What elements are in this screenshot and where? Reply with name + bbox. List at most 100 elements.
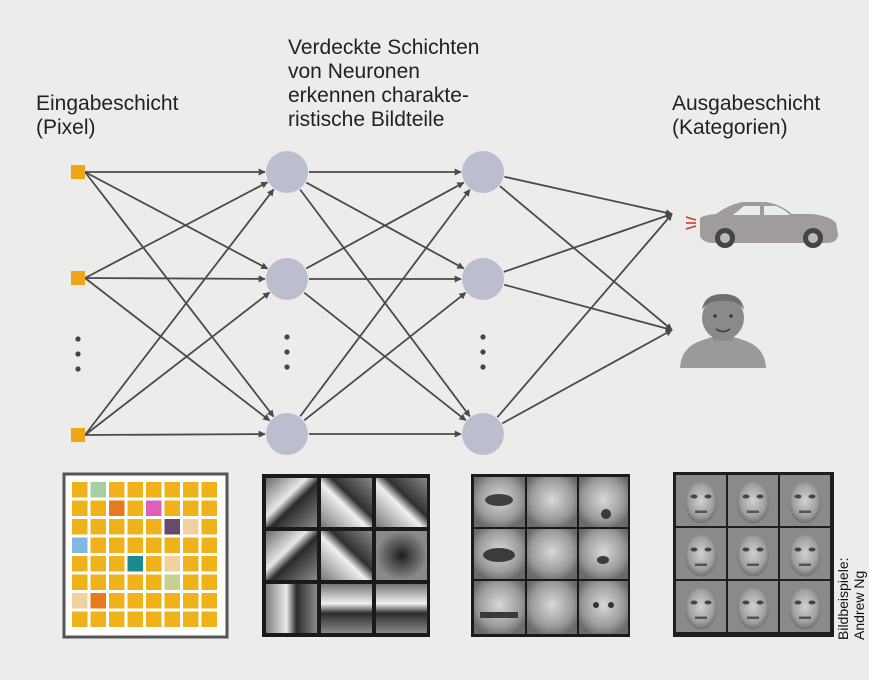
connection-arrow [84, 291, 271, 436]
hidden-neuron [266, 151, 308, 193]
pixel-cell [183, 500, 199, 516]
ellipsis-dots [75, 336, 81, 372]
pixel-cell [109, 574, 125, 590]
pixel-cell [146, 574, 162, 590]
pixel-cell [90, 574, 106, 590]
image-credit-line-2: Andrew Ng [851, 570, 867, 640]
pixel-cell [127, 574, 143, 590]
pixel-cell [109, 519, 125, 535]
face-cell [780, 475, 830, 526]
pixel-cell [72, 556, 88, 572]
pixel-cell [90, 500, 106, 516]
face-cell [728, 528, 778, 579]
input-layer-title: Eingabeschicht [36, 92, 179, 115]
connection-arrow [496, 213, 673, 418]
pixel-cell [164, 611, 180, 627]
connection-arrow [303, 291, 467, 422]
pixel-cell [183, 537, 199, 553]
pixel-cell [72, 482, 88, 498]
pixel-cell [127, 611, 143, 627]
ellipsis-dots [480, 334, 486, 370]
pixel-cell [90, 537, 106, 553]
connection-arrow [503, 212, 673, 273]
hidden-layers-line-1: Verdeckte Schichten [288, 36, 480, 59]
output-layer-title: Ausgabeschicht [672, 92, 821, 115]
edge-filters-image [262, 474, 430, 637]
input-node [71, 271, 85, 285]
pixel-cell [164, 500, 180, 516]
hidden-layer-1 [266, 151, 308, 455]
pixel-cell [72, 519, 88, 535]
pixel-cell [109, 500, 125, 516]
pixel-cell [201, 574, 217, 590]
pixel-cell [201, 537, 217, 553]
face-prototypes-image [673, 472, 834, 637]
pixel-cell [90, 519, 106, 535]
connection-arrow [84, 188, 275, 436]
face-cell [676, 528, 726, 579]
pixel-cell [72, 537, 88, 553]
pixel-cell [127, 482, 143, 498]
car-icon [685, 202, 838, 248]
hidden-neuron [266, 258, 308, 300]
pixel-cell [183, 593, 199, 609]
connection-arrow [84, 275, 266, 283]
hidden-layers-label: Verdeckte Schichten von Neuronen erkenne… [288, 36, 479, 132]
pixel-cell [109, 611, 125, 627]
pixel-cell [201, 500, 217, 516]
pixel-cell [127, 519, 143, 535]
connection-arrow [84, 277, 271, 422]
pixel-cell [72, 611, 88, 627]
input-node [71, 428, 85, 442]
pixel-cell [201, 593, 217, 609]
pixel-cell [146, 500, 162, 516]
person-icon [680, 294, 766, 368]
pixel-cell [201, 611, 217, 627]
input-layer-label: Eingabeschicht (Pixel) [36, 92, 178, 140]
pixel-cell [72, 574, 88, 590]
hidden-neuron [266, 413, 308, 455]
pixel-cell [164, 556, 180, 572]
hidden-layers-line-4: ristische Bildteile [288, 108, 445, 131]
pixel-cell [183, 482, 199, 498]
pixel-cell [127, 593, 143, 609]
pixel-cell [201, 519, 217, 535]
input-layer-subtitle: (Pixel) [36, 116, 96, 139]
connection-arrow [504, 283, 673, 332]
connection-arrow [84, 430, 266, 438]
connection-arrow [504, 175, 673, 217]
hidden-neuron [462, 413, 504, 455]
image-credit-line-1: Bildbeispiele: [835, 557, 851, 641]
pixel-cell [164, 482, 180, 498]
hidden-neuron [462, 258, 504, 300]
pixel-cell [90, 611, 106, 627]
pixel-cell [109, 556, 125, 572]
connection-arrow [84, 171, 275, 418]
pixel-cell [109, 537, 125, 553]
facial-features-image [471, 474, 630, 637]
connection-arrow [299, 189, 471, 417]
pixel-cell [127, 556, 143, 572]
hidden-layers-line-2: von Neuronen [288, 60, 420, 83]
pixel-cell [109, 593, 125, 609]
input-node [71, 165, 85, 179]
pixel-cell [109, 482, 125, 498]
pixel-cell [146, 556, 162, 572]
pixel-grid-image [62, 472, 229, 639]
pixel-cell [146, 482, 162, 498]
pixel-cell [164, 537, 180, 553]
connection-arrow [501, 329, 673, 425]
pixel-cell [164, 593, 180, 609]
hidden-layer-2 [462, 151, 504, 455]
face-cell [728, 581, 778, 632]
connection-arrow [84, 171, 269, 270]
pixel-cell [183, 611, 199, 627]
pixel-cell [90, 593, 106, 609]
pixel-cell [146, 519, 162, 535]
ellipsis-dots [284, 334, 290, 370]
pixel-cell [146, 593, 162, 609]
connection-arrow [305, 181, 465, 270]
face-cell [780, 528, 830, 579]
pixel-cell [183, 519, 199, 535]
